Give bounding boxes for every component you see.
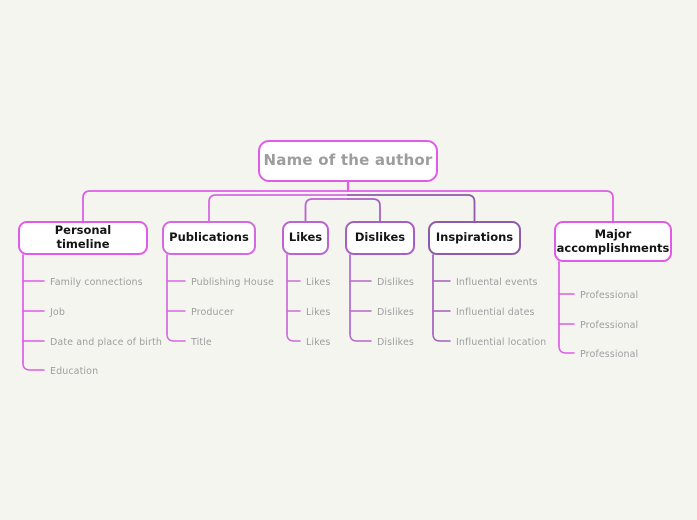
leaf-item[interactable]: Education (50, 366, 99, 377)
connector-line (166, 333, 186, 342)
leaf-item[interactable]: Job (50, 307, 65, 318)
leaf-item[interactable]: Likes (306, 277, 331, 288)
branch-node-major-accomplishments[interactable]: Major accomplishments (554, 221, 672, 262)
branch-node-major-accomplishments-label: Major accomplishments (556, 226, 670, 255)
leaf-item[interactable]: Date and place of birth (50, 337, 162, 348)
leaf-item[interactable]: Influental events (456, 277, 538, 288)
connector-line (347, 190, 614, 222)
branch-node-dislikes[interactable]: Dislikes (345, 221, 415, 255)
branch-node-personal-timeline[interactable]: Personal timeline (18, 221, 148, 255)
leaf-item[interactable]: Influential dates (456, 307, 535, 318)
root-node[interactable]: Name of the author (258, 140, 438, 182)
leaf-item[interactable]: Dislikes (377, 307, 414, 318)
leaf-item[interactable]: Influential location (456, 337, 547, 348)
leaf-item[interactable]: Producer (191, 307, 234, 318)
leaf-item[interactable]: Family connections (50, 277, 143, 288)
leaf-item[interactable]: Likes (306, 307, 331, 318)
connector-line (347, 194, 476, 222)
connector-line (347, 198, 381, 222)
branch-node-publications-label: Publications (169, 230, 249, 245)
leaf-item[interactable]: Professional (580, 320, 639, 331)
leaf-item[interactable]: Dislikes (377, 337, 414, 348)
connector-line (349, 333, 372, 342)
branch-node-inspirations[interactable]: Inspirations (428, 221, 521, 255)
connector-line (82, 190, 349, 222)
branch-node-dislikes-label: Dislikes (354, 230, 406, 245)
connector-line (558, 345, 575, 354)
branch-node-inspirations-label: Inspirations (435, 230, 514, 245)
branch-node-likes-label: Likes (288, 230, 323, 245)
leaf-item[interactable]: Dislikes (377, 277, 414, 288)
leaf-item[interactable]: Publishing House (191, 277, 274, 288)
leaf-item[interactable]: Professional (580, 290, 639, 301)
connector-line (22, 362, 45, 371)
connector-line (304, 198, 349, 222)
connector-line (208, 194, 349, 222)
connector-line (432, 333, 451, 342)
leaf-item[interactable]: Likes (306, 337, 331, 348)
branch-node-personal-timeline-label: Personal timeline (54, 223, 112, 251)
leaf-item[interactable]: Title (191, 337, 212, 348)
leaf-item[interactable]: Professional (580, 349, 639, 360)
connector-line (286, 333, 301, 342)
branch-node-likes[interactable]: Likes (282, 221, 329, 255)
root-node-label: Name of the author (263, 151, 433, 170)
branch-node-publications[interactable]: Publications (162, 221, 256, 255)
